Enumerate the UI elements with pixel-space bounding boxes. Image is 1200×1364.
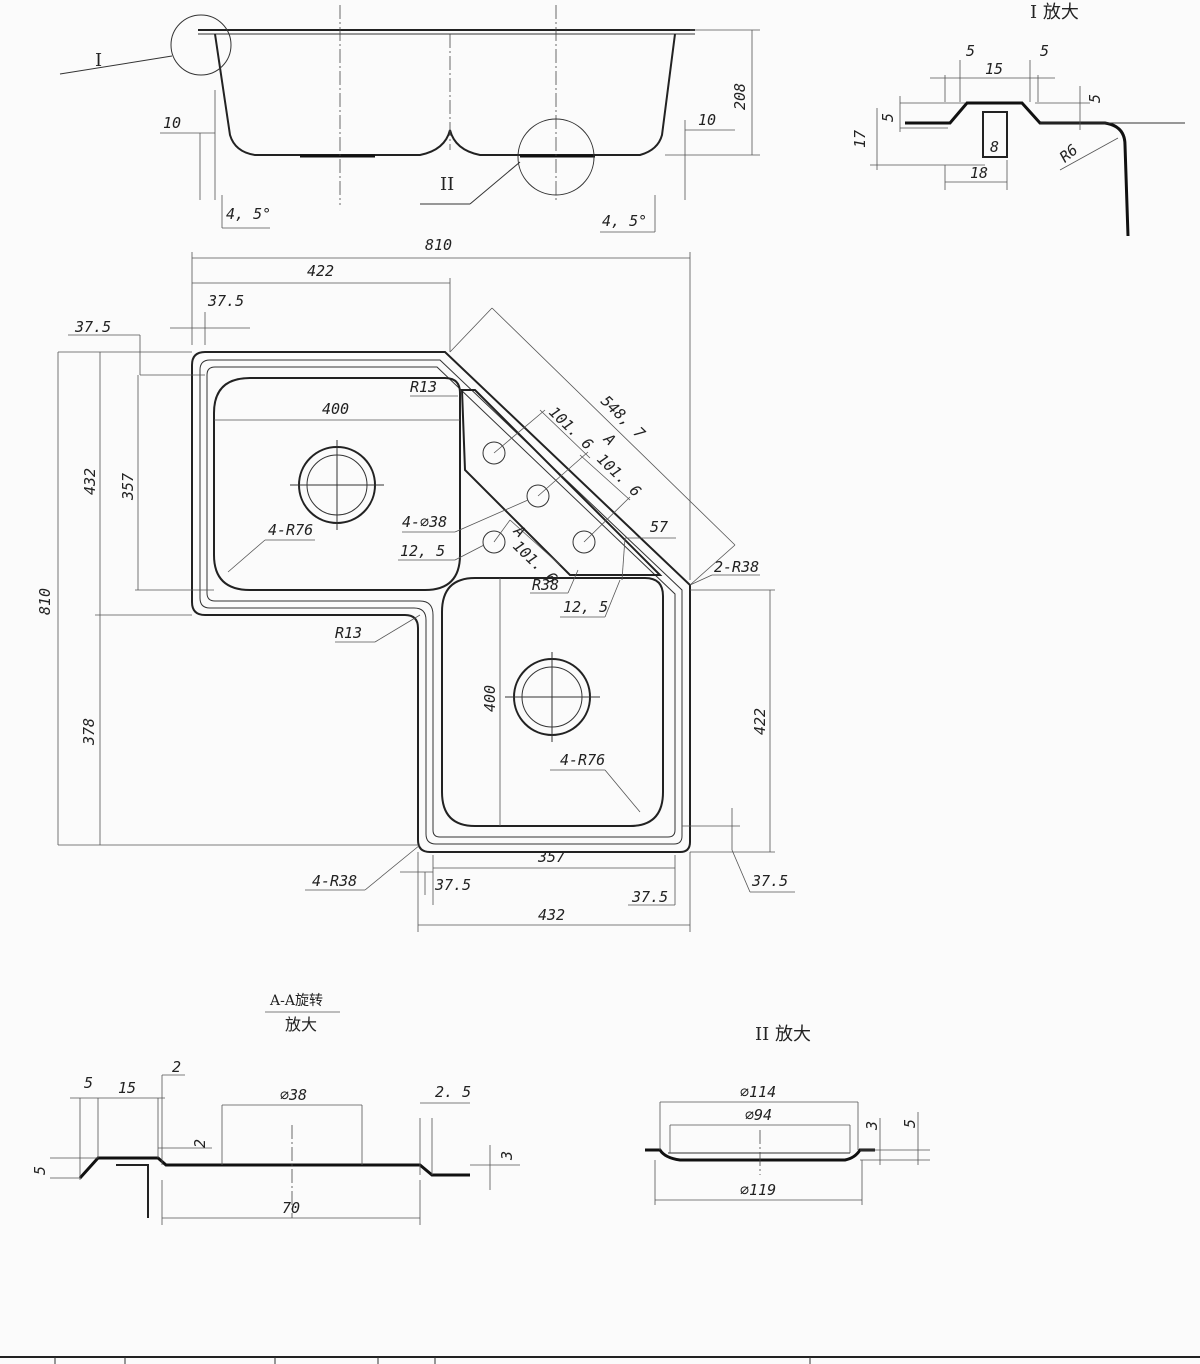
section-label-top: A (600, 429, 620, 449)
left-lower-dim: 378 (80, 718, 98, 746)
holes-dim: 4-⌀38 (402, 513, 447, 531)
detail-I-marker: I (95, 50, 102, 71)
detail-I-dim-17: 17 (851, 130, 869, 148)
flange-bottom-left-dim: 37.5 (434, 876, 471, 894)
section-AA-dim-5b: 5 (31, 1166, 49, 1175)
flange-top-dim: 37.5 (207, 292, 244, 310)
plan-view: 810 422 37.5 37.5 810 432 378 357 400 4 (36, 236, 795, 932)
detail-I-title: I 放大 (1030, 2, 1079, 23)
overall-height-dim: 810 (36, 588, 54, 615)
inner-radius-step-dim: R13 (335, 624, 362, 642)
outer-radius-dim: 4-R38 (312, 872, 357, 890)
section-AA-subtitle: 放大 (285, 1015, 317, 1034)
detail-I: I 放大 5 15 5 5 5 8 18 17 R6 (851, 2, 1185, 237)
right-angle-dim: 4, 5° (602, 212, 647, 230)
section-AA-dim-2a: 2 (172, 1058, 181, 1076)
detail-II-dim-3: 3 (863, 1121, 881, 1131)
bowl1-width-dim: 400 (322, 400, 349, 418)
section-AA-dia-38: ⌀38 (280, 1086, 307, 1104)
depth-dim: 208 (731, 83, 749, 110)
section-AA-dim-3: 3 (498, 1151, 516, 1161)
flange-left-dim: 37.5 (74, 318, 111, 336)
inner-radius-deck-dim: R38 (532, 576, 559, 594)
deck-radius-dim: 2-R38 (714, 558, 759, 576)
detail-I-radius: R6 (1056, 141, 1081, 166)
right-offset-dim: 10 (698, 111, 716, 129)
flange-right-dim: 37.5 (751, 872, 788, 890)
detail-I-dim-15: 15 (985, 60, 1003, 78)
title-block-strip (0, 1356, 1200, 1364)
detail-II-marker: II (440, 174, 454, 195)
bowl1-radius-dim: 4-R76 (268, 521, 313, 539)
section-AA-dim-70: 70 (282, 1199, 300, 1217)
bowl2-height-dim: 400 (481, 685, 499, 712)
bowl2-right-dim: 422 (751, 708, 769, 735)
bowl2-radius-dim: 4-R76 (560, 751, 605, 769)
hole-spacing-2-dim: 101. 6 (593, 450, 644, 501)
bottom-width-dim: 432 (538, 906, 565, 924)
overall-width-dim: 810 (425, 236, 452, 254)
detail-II-dia-119: ⌀119 (740, 1181, 776, 1199)
section-AA-dim-2b: 2 (191, 1139, 209, 1148)
flange-bottom-right-dim: 37.5 (631, 888, 668, 906)
detail-I-dim-5a: 5 (966, 42, 975, 60)
section-AA-dim-2-5: 2. 5 (435, 1083, 471, 1101)
hole-spacing-1-dim: 101. 6 (545, 403, 596, 454)
detail-II-dia-94: ⌀94 (745, 1106, 772, 1124)
hole-offset-2-dim: 12, 5 (563, 598, 608, 616)
diagonal-length-dim: 548, 7 (597, 392, 648, 443)
section-AA-dim-5: 5 (84, 1074, 93, 1092)
detail-II-dim-5: 5 (901, 1119, 919, 1128)
detail-II-dia-114: ⌀114 (740, 1083, 776, 1101)
left-offset-dim: 10 (163, 114, 181, 132)
bowl2-width-dim: 357 (537, 848, 565, 866)
section-AA: A-A旋转 放大 5 15 2 2 ⌀38 2. 5 3 5 70 (31, 993, 520, 1225)
top-width-dim: 422 (307, 262, 334, 280)
side-view: I II 10 4, 5° 10 4, 5° 208 (59, 5, 760, 233)
inner-radius-top-dim: R13 (410, 378, 437, 396)
deck-width-dim: 57 (650, 518, 668, 536)
detail-I-dim-5b: 5 (1040, 42, 1049, 60)
detail-II: II 放大 ⌀114 ⌀94 ⌀119 3 5 (645, 1024, 930, 1205)
section-AA-dim-15: 15 (118, 1079, 136, 1097)
left-upper-dim: 432 (81, 468, 99, 495)
detail-I-dim-8: 8 (990, 138, 999, 156)
left-angle-dim: 4, 5° (226, 205, 271, 223)
detail-I-dim-5c: 5 (1086, 94, 1104, 103)
detail-I-dim-5d: 5 (879, 113, 897, 122)
detail-I-dim-18: 18 (970, 164, 988, 182)
bowl1-height-dim: 357 (119, 473, 137, 501)
section-AA-title: A-A旋转 (269, 993, 323, 1009)
hole-offset-1-dim: 12, 5 (400, 542, 445, 560)
detail-II-title: II 放大 (755, 1024, 811, 1045)
